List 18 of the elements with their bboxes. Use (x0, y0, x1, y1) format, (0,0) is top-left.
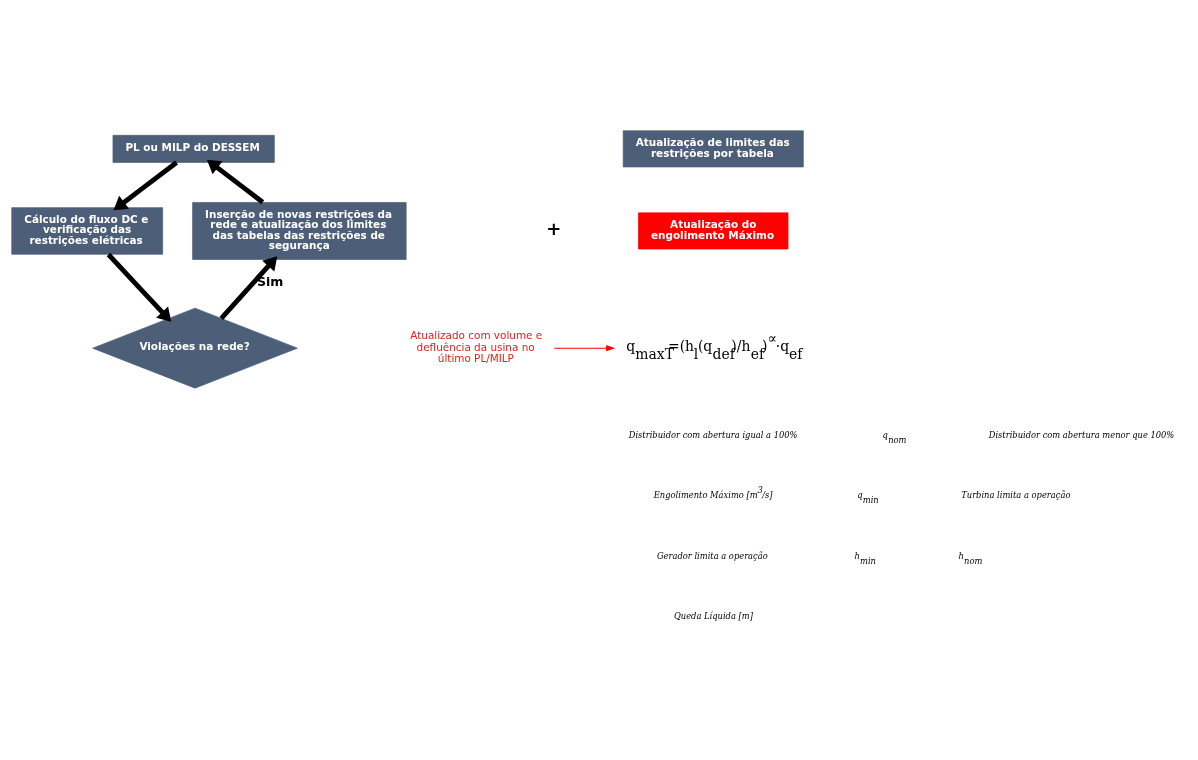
label: Distribuidor com abertura menor que 100% (988, 429, 1175, 440)
arrow (113, 160, 178, 210)
label: Gerador limita a operação (656, 550, 768, 561)
arrow (206, 159, 265, 204)
arrow (106, 252, 172, 322)
label: Queda Líquida [m] (673, 610, 753, 621)
edge-label: Sim (256, 273, 284, 289)
node-box: Atualização de limites das restrições por tabela (622, 129, 804, 167)
label: Distribuidor com abertura igual a 100% (628, 429, 798, 440)
node-text: Atualizado com volume e defluência da usina no último PL/MILP (410, 328, 543, 364)
node-box: Cálculo do fluxo DC e verificação das restrições elétricas (11, 206, 164, 255)
arrow (219, 255, 278, 320)
node-box: PL ou MILP do DESSEM (112, 134, 275, 163)
node-box: Atualização do engolimento Máximo (638, 212, 789, 249)
node-box: Inserção de novas restrições da rede e atualização dos limites das tabelas das restrições de segurança (192, 201, 407, 260)
arrow (553, 344, 616, 351)
label: + (546, 217, 562, 239)
label: Turbina limita a operação (961, 489, 1071, 500)
